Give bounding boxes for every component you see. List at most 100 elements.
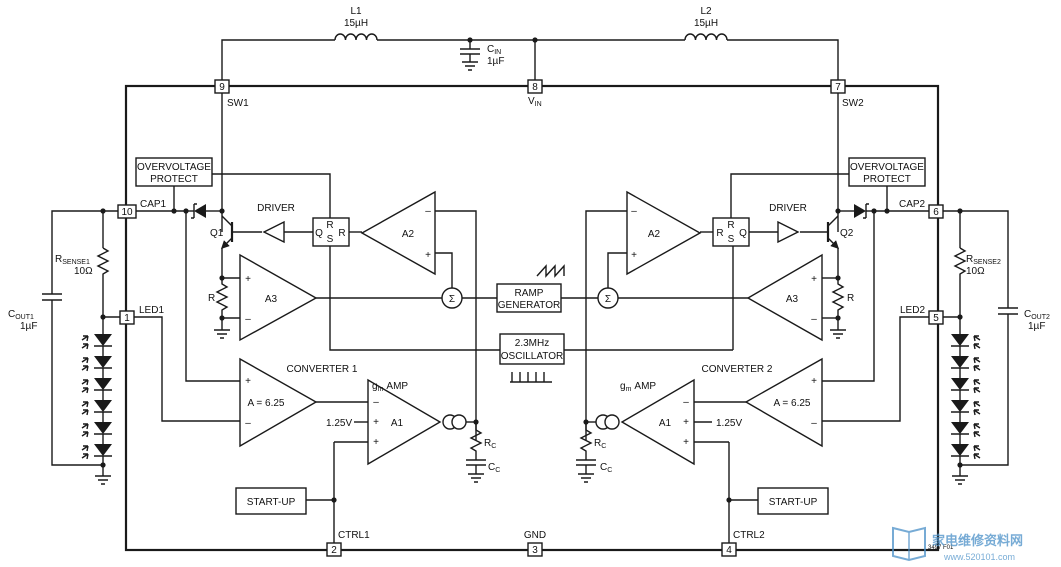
sw2-label: SW2 (842, 98, 864, 109)
svg-text:+: + (811, 274, 817, 285)
led-string-1 (81, 317, 112, 485)
resistor-rsense2 (953, 247, 967, 317)
l1-value: 15µH (344, 18, 368, 29)
current-source-left (442, 414, 467, 430)
svg-text:–: – (373, 397, 379, 408)
capacitor-cout1 (42, 293, 103, 466)
rc-left-label: RC (484, 438, 496, 450)
svg-text:Σ: Σ (605, 294, 611, 305)
pin-1: 1 (119, 310, 135, 325)
rsense1-label: RSENSE1 (55, 254, 90, 266)
svg-text:R: R (338, 228, 345, 239)
svg-text:–: – (811, 418, 817, 429)
svg-text:S: S (728, 234, 735, 245)
ramp-waveform-icon (536, 264, 565, 278)
sw1-label: SW1 (227, 98, 249, 109)
svg-text:R: R (727, 220, 734, 231)
svg-text:3: 3 (532, 545, 538, 556)
cin-label: CIN (487, 44, 501, 56)
schottky-diode-1 (186, 203, 222, 219)
inductor-l1 (334, 33, 378, 41)
svg-text:–: – (811, 314, 817, 325)
led2-label: LED2 (900, 305, 925, 316)
resistor-rc-left (466, 422, 486, 483)
ramp-generator: RAMP GENERATOR (496, 283, 562, 313)
overvoltage-protect-1: OVERVOLTAGE PROTECT (135, 157, 213, 187)
transistor-q1 (221, 215, 262, 270)
gnd-label: GND (524, 530, 546, 541)
svg-text:A2: A2 (648, 229, 661, 240)
amplifier-a3-right: A3 + – (746, 253, 823, 342)
input-supply-network: L1 15µH L2 15µH CIN 1µF (221, 6, 839, 80)
cc-right-label: CC (600, 462, 612, 474)
svg-text:7: 7 (835, 82, 841, 93)
svg-text:家电维修资料网: 家电维修资料网 (932, 533, 1023, 548)
svg-text:DRIVER: DRIVER (769, 203, 807, 214)
svg-text:Q: Q (315, 228, 323, 239)
driver-2: DRIVER (769, 203, 807, 244)
rs-latch-1: Q R S R (312, 217, 350, 247)
svg-text:+: + (245, 376, 251, 387)
rsense2-value: 10Ω (966, 266, 985, 277)
pin-2: 2 (326, 542, 342, 557)
svg-text:R: R (326, 220, 333, 231)
svg-text:+: + (631, 250, 637, 261)
pin-3: 3 (527, 542, 543, 557)
resistor-r-right (822, 270, 846, 339)
pin-9: 9 (214, 79, 230, 94)
svg-text:RAMP: RAMP (515, 288, 544, 299)
svg-text:A1: A1 (659, 418, 672, 429)
cap2-label: CAP2 (899, 199, 926, 210)
gain-amp-converter-2: A = 6.25 + – (744, 357, 823, 448)
svg-text:8: 8 (532, 82, 538, 93)
schottky-diode-2 (838, 203, 874, 219)
svg-text:PROTECT: PROTECT (863, 174, 911, 185)
svg-text:6: 6 (933, 207, 939, 218)
current-source-right (595, 414, 620, 430)
svg-text:–: – (683, 397, 689, 408)
cout1-label: COUT1 (8, 309, 34, 321)
svg-text:Σ: Σ (449, 294, 455, 305)
svg-text:–: – (425, 206, 431, 217)
l2-label: L2 (700, 6, 712, 17)
svg-text:+: + (373, 417, 379, 428)
vin-label: VIN (528, 96, 542, 108)
svg-text:–: – (245, 418, 251, 429)
svg-text:+: + (245, 274, 251, 285)
pin-5: 5 (928, 310, 944, 325)
summer-1: Σ (441, 287, 463, 309)
rc-right-label: RC (594, 438, 606, 450)
comparator-a2-left: A2 – + (360, 190, 436, 276)
l1-label: L1 (350, 6, 362, 17)
pin-6: 6 (928, 204, 944, 219)
capacitor-cout2 (960, 307, 1018, 466)
r-right-label: R (847, 293, 854, 304)
transistor-q2 (800, 215, 839, 270)
q2-label: Q2 (840, 228, 854, 239)
gm-amp-a1-left: A1 – + + (367, 378, 442, 466)
overvoltage-protect-2: OVERVOLTAGE PROTECT (848, 157, 926, 187)
svg-text:+: + (683, 417, 689, 428)
converter-1-label: CONVERTER 1 (287, 364, 358, 375)
svg-text:START-UP: START-UP (769, 497, 818, 508)
inductor-l2 (684, 33, 728, 41)
svg-text:OSCILLATOR: OSCILLATOR (501, 351, 563, 362)
capacitor-cin (460, 40, 480, 71)
pin-8: 8 (527, 79, 543, 94)
svg-text:A = 6.25: A = 6.25 (248, 398, 285, 409)
svg-text:10: 10 (121, 207, 133, 218)
clock-waveform-icon (510, 372, 552, 383)
resistor-rsense1 (96, 247, 110, 317)
cc-left-label: CC (488, 462, 500, 474)
comparator-a2-right: A2 – + (626, 190, 702, 276)
svg-text:+: + (811, 376, 817, 387)
converter-2-label: CONVERTER 2 (702, 364, 773, 375)
resistor-rc-right (576, 422, 596, 483)
svg-text:2.3MHz: 2.3MHz (515, 338, 549, 349)
summer-2: Σ (597, 287, 619, 309)
rsense2-label: RSENSE2 (966, 254, 1001, 266)
pin-7: 7 (830, 79, 846, 94)
svg-text:A2: A2 (402, 229, 415, 240)
